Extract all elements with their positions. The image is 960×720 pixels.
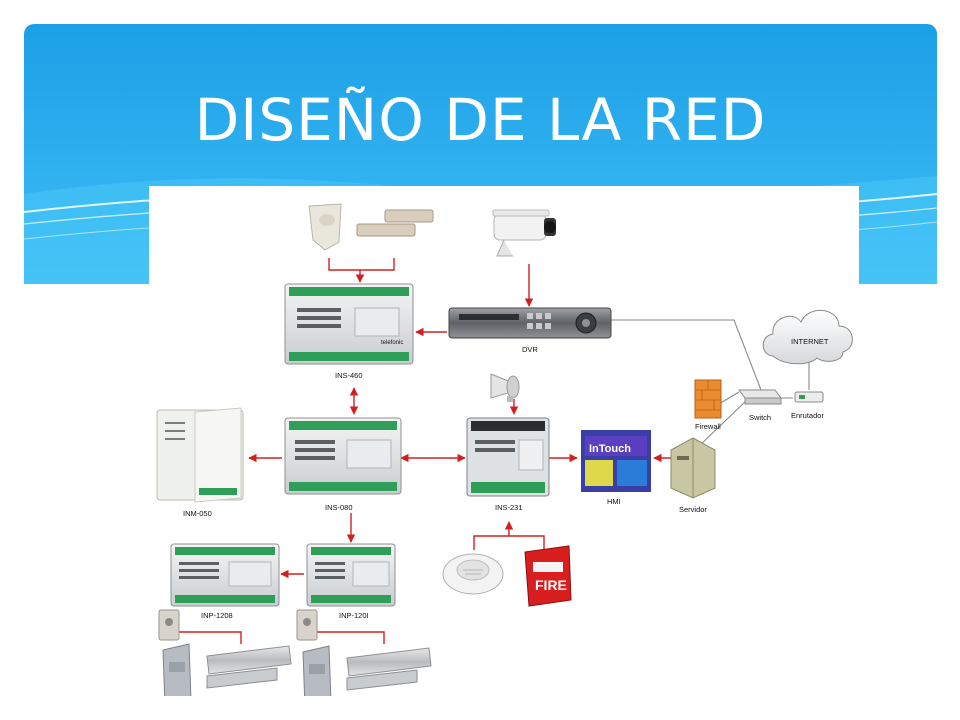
link-fire-devices (473, 535, 545, 550)
link-dvr-switch (611, 319, 762, 391)
maglock-icon (206, 645, 292, 689)
inm-050-label: INM-050 (183, 509, 212, 518)
motion-sensor-icon (308, 203, 342, 251)
servidor-label: Servidor (679, 505, 707, 514)
network-diagram: DVR telefonic INS-460 INS-080 (149, 186, 859, 696)
dvr-label: DVR (522, 345, 538, 354)
hmi-label: HMI (607, 497, 621, 506)
maglock-icon (346, 647, 432, 691)
router-icon: Enrutador (791, 391, 824, 420)
inp-120i-label: INP-120I (339, 611, 369, 620)
slide: DISEÑO DE LA RED (24, 24, 937, 696)
cctv-camera-icon (492, 209, 556, 257)
switch-label: Switch (749, 413, 771, 422)
card-reader-icon (302, 645, 332, 696)
inp-120i-module (306, 543, 396, 607)
exit-button-icon (158, 609, 180, 641)
inp-1208-module (170, 543, 280, 607)
ins-080-label: INS-080 (325, 503, 353, 512)
firewall-label: Firewall (695, 422, 721, 431)
cloud-icon: INTERNET (762, 309, 853, 365)
inm-050-panel: INM-050 (156, 407, 244, 518)
dvr-device: DVR (448, 307, 612, 354)
svg-text:telefonic: telefonic (381, 340, 403, 346)
server-icon: Servidor (670, 437, 716, 514)
fire-label: FIRE (535, 577, 567, 593)
card-reader-icon (162, 643, 192, 696)
switch-icon: Switch (738, 389, 782, 422)
smoke-detector-icon (442, 553, 504, 595)
firewall-icon: Firewall (694, 379, 722, 431)
enrutador-label: Enrutador (791, 411, 824, 420)
exit-button-icon (296, 609, 318, 641)
intouch-logo-text: InTouch (589, 443, 631, 455)
link-sensors (328, 258, 395, 271)
ins-080-module: INS-080 (284, 417, 402, 512)
internet-label: INTERNET (791, 337, 829, 346)
ins-231-module: INS-231 (466, 417, 550, 512)
ins-460-module: telefonic INS-460 (284, 283, 414, 380)
inp-1208-label: INP-1208 (201, 611, 233, 620)
hmi-screen: InTouch HMI (581, 430, 651, 506)
link-switch-servidor (696, 399, 748, 449)
slide-title: DISEÑO DE LA RED (194, 86, 767, 154)
door-contact-icon (356, 209, 434, 237)
ins-231-label: INS-231 (495, 503, 523, 512)
fire-pull-station-icon: FIRE (524, 545, 572, 607)
ins-460-label: INS-460 (335, 371, 363, 380)
siren-icon (490, 373, 520, 402)
